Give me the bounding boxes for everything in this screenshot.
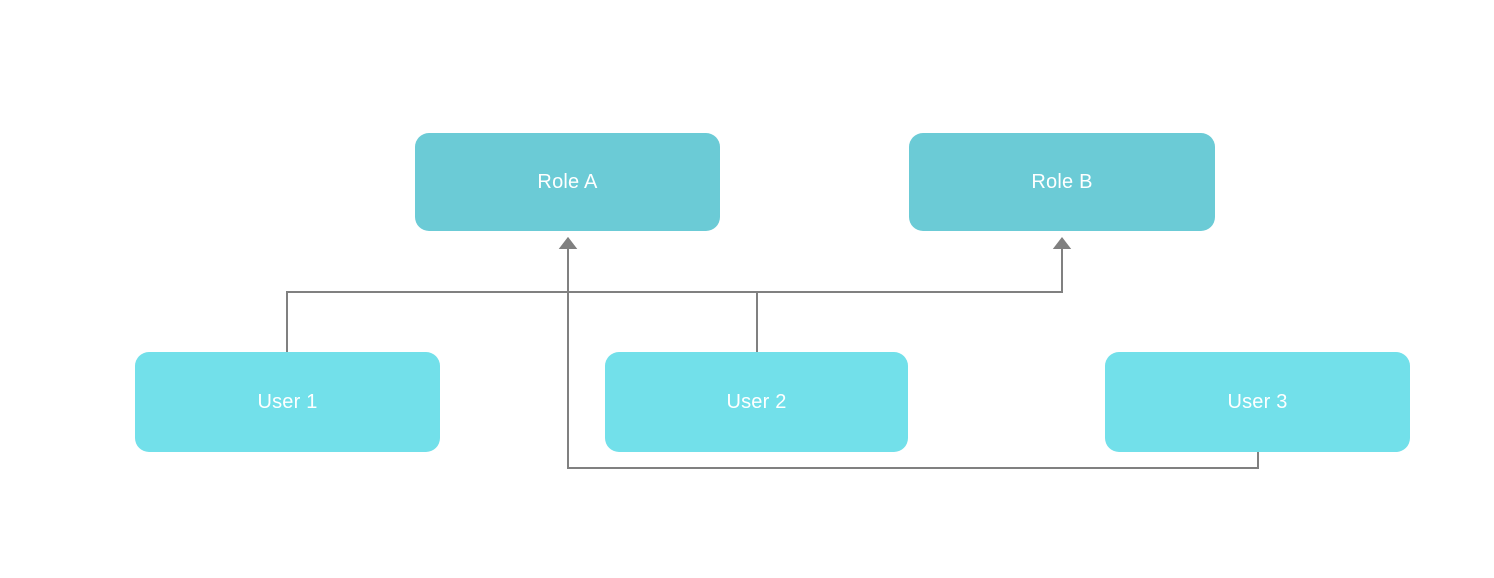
node-user-3[interactable]: User 3	[1105, 352, 1410, 452]
node-role-b[interactable]: Role B	[909, 133, 1215, 231]
node-label: Role B	[1031, 171, 1093, 193]
edge-path	[286, 237, 1072, 352]
edge-path	[558, 237, 1259, 469]
node-label: User 2	[726, 391, 787, 413]
edge-user2-to-role-a	[558, 237, 758, 352]
node-role-a[interactable]: Role A	[415, 133, 720, 231]
edge-user1-to-role-b	[286, 237, 1072, 352]
node-label: Role A	[537, 171, 598, 193]
edge-path	[558, 237, 758, 352]
node-user-2[interactable]: User 2	[605, 352, 908, 452]
node-user-1[interactable]: User 1	[135, 352, 440, 452]
edge-user3-to-role-a	[558, 237, 1259, 469]
node-label: User 3	[1227, 391, 1288, 413]
node-label: User 1	[257, 391, 318, 413]
